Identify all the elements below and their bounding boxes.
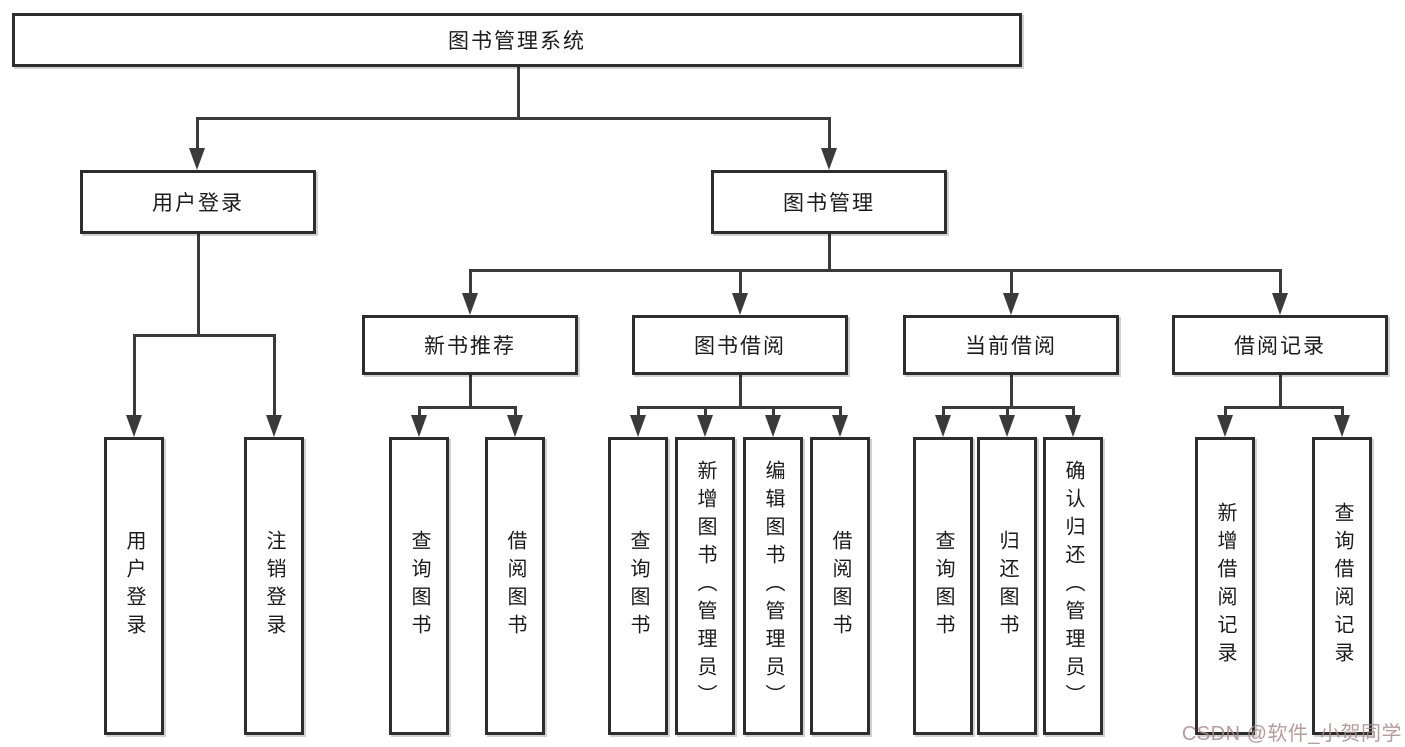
arrow-down-icon: [821, 148, 837, 170]
connector-line: [468, 375, 472, 409]
leaf-borrow-query-books: 查询图书: [608, 437, 668, 735]
connector-line: [703, 405, 707, 419]
leaf-borrow-borrow-books-label: 借阅图书: [829, 530, 851, 642]
leaf-logout: 注销登录: [244, 437, 304, 735]
node-system-label: 图书管理系统: [448, 30, 586, 53]
arrow-down-icon: [832, 415, 848, 437]
connector-line: [771, 405, 775, 419]
connector-line: [1223, 405, 1344, 409]
leaf-newrec-borrow-books-label: 借阅图书: [504, 530, 526, 642]
connector-line: [827, 234, 831, 272]
arrow-down-icon: [765, 415, 781, 437]
arrow-down-icon: [126, 415, 142, 437]
leaf-borrow-edit-books-admin: 编辑图书（管理员）: [743, 437, 803, 735]
connector-line: [196, 234, 200, 337]
leaf-record-add-record-label: 新增借阅记录: [1214, 502, 1236, 670]
connector-line: [827, 116, 831, 152]
connector-line: [1278, 375, 1282, 409]
leaf-record-add-record: 新增借阅记录: [1195, 437, 1255, 735]
node-system: 图书管理系统: [12, 13, 1022, 67]
connector-line: [636, 405, 640, 419]
connector-line: [417, 405, 421, 419]
node-borrow-record: 借阅记录: [1172, 315, 1388, 375]
connector-line: [516, 67, 520, 120]
leaf-current-return-books: 归还图书: [977, 437, 1037, 735]
leaf-newrec-query-books: 查询图书: [389, 437, 449, 735]
leaf-logout-label: 注销登录: [263, 530, 285, 642]
connector-line: [1005, 405, 1009, 419]
connector-line: [838, 405, 842, 419]
leaf-newrec-query-books-label: 查询图书: [408, 530, 430, 642]
node-book-borrow: 图书借阅: [632, 315, 848, 375]
watermark: CSDN @软件_小贺同学: [1181, 723, 1402, 745]
connector-line: [636, 405, 842, 409]
arrow-down-icon: [189, 148, 205, 170]
connector-line: [1223, 405, 1227, 419]
leaf-borrow-borrow-books: 借阅图书: [810, 437, 870, 735]
arrow-down-icon: [266, 415, 282, 437]
arrow-down-icon: [732, 293, 748, 315]
leaf-borrow-query-books-label: 查询图书: [627, 530, 649, 642]
leaf-user-login: 用户登录: [104, 437, 164, 735]
connector-line: [1009, 268, 1013, 297]
node-book-mgmt-label: 图书管理: [783, 192, 875, 215]
connector-line: [132, 333, 136, 419]
connector-line: [738, 268, 742, 297]
connector-line: [195, 116, 199, 152]
node-current-borrow-label: 当前借阅: [965, 335, 1057, 358]
connector-line: [195, 116, 831, 120]
connector-line: [1278, 268, 1282, 297]
leaf-current-return-books-label: 归还图书: [996, 530, 1018, 642]
connector-line: [1071, 405, 1075, 419]
leaf-borrow-add-books-admin: 新增图书（管理员）: [675, 437, 735, 735]
arrow-down-icon: [1065, 415, 1081, 437]
leaf-current-confirm-return-admin: 确认归还（管理员）: [1043, 437, 1103, 735]
arrow-down-icon: [630, 415, 646, 437]
node-user-login-label: 用户登录: [152, 192, 244, 215]
node-new-book-rec-label: 新书推荐: [424, 335, 516, 358]
node-current-borrow: 当前借阅: [903, 315, 1119, 375]
leaf-user-login-label: 用户登录: [123, 530, 145, 642]
arrow-down-icon: [1217, 415, 1233, 437]
connector-line: [417, 405, 517, 409]
arrow-down-icon: [999, 415, 1015, 437]
arrow-down-icon: [935, 415, 951, 437]
connector-line: [272, 333, 276, 419]
arrow-down-icon: [1272, 293, 1288, 315]
connector-line: [132, 333, 276, 337]
leaf-current-query-books-label: 查询图书: [932, 530, 954, 642]
leaf-current-query-books: 查询图书: [913, 437, 973, 735]
node-borrow-record-label: 借阅记录: [1234, 335, 1326, 358]
connector-line: [1340, 405, 1344, 419]
arrow-down-icon: [1334, 415, 1350, 437]
node-user-login: 用户登录: [80, 170, 316, 234]
arrow-down-icon: [411, 415, 427, 437]
arrow-down-icon: [697, 415, 713, 437]
node-new-book-rec: 新书推荐: [362, 315, 578, 375]
leaf-record-query-record-label: 查询借阅记录: [1331, 502, 1353, 670]
connector-line: [941, 405, 945, 419]
connector-line: [468, 268, 472, 297]
connector-line: [468, 268, 1282, 272]
leaf-newrec-borrow-books: 借阅图书: [485, 437, 545, 735]
leaf-borrow-edit-books-admin-label: 编辑图书（管理员）: [762, 460, 784, 712]
arrow-down-icon: [507, 415, 523, 437]
leaf-current-confirm-return-admin-label: 确认归还（管理员）: [1062, 460, 1084, 712]
connector-line: [738, 375, 742, 409]
node-book-mgmt: 图书管理: [711, 170, 947, 234]
leaf-record-query-record: 查询借阅记录: [1312, 437, 1372, 735]
leaf-borrow-add-books-admin-label: 新增图书（管理员）: [694, 460, 716, 712]
connector-line: [1009, 375, 1013, 409]
connector-line: [513, 405, 517, 419]
node-book-borrow-label: 图书借阅: [694, 335, 786, 358]
arrow-down-icon: [462, 293, 478, 315]
arrow-down-icon: [1003, 293, 1019, 315]
